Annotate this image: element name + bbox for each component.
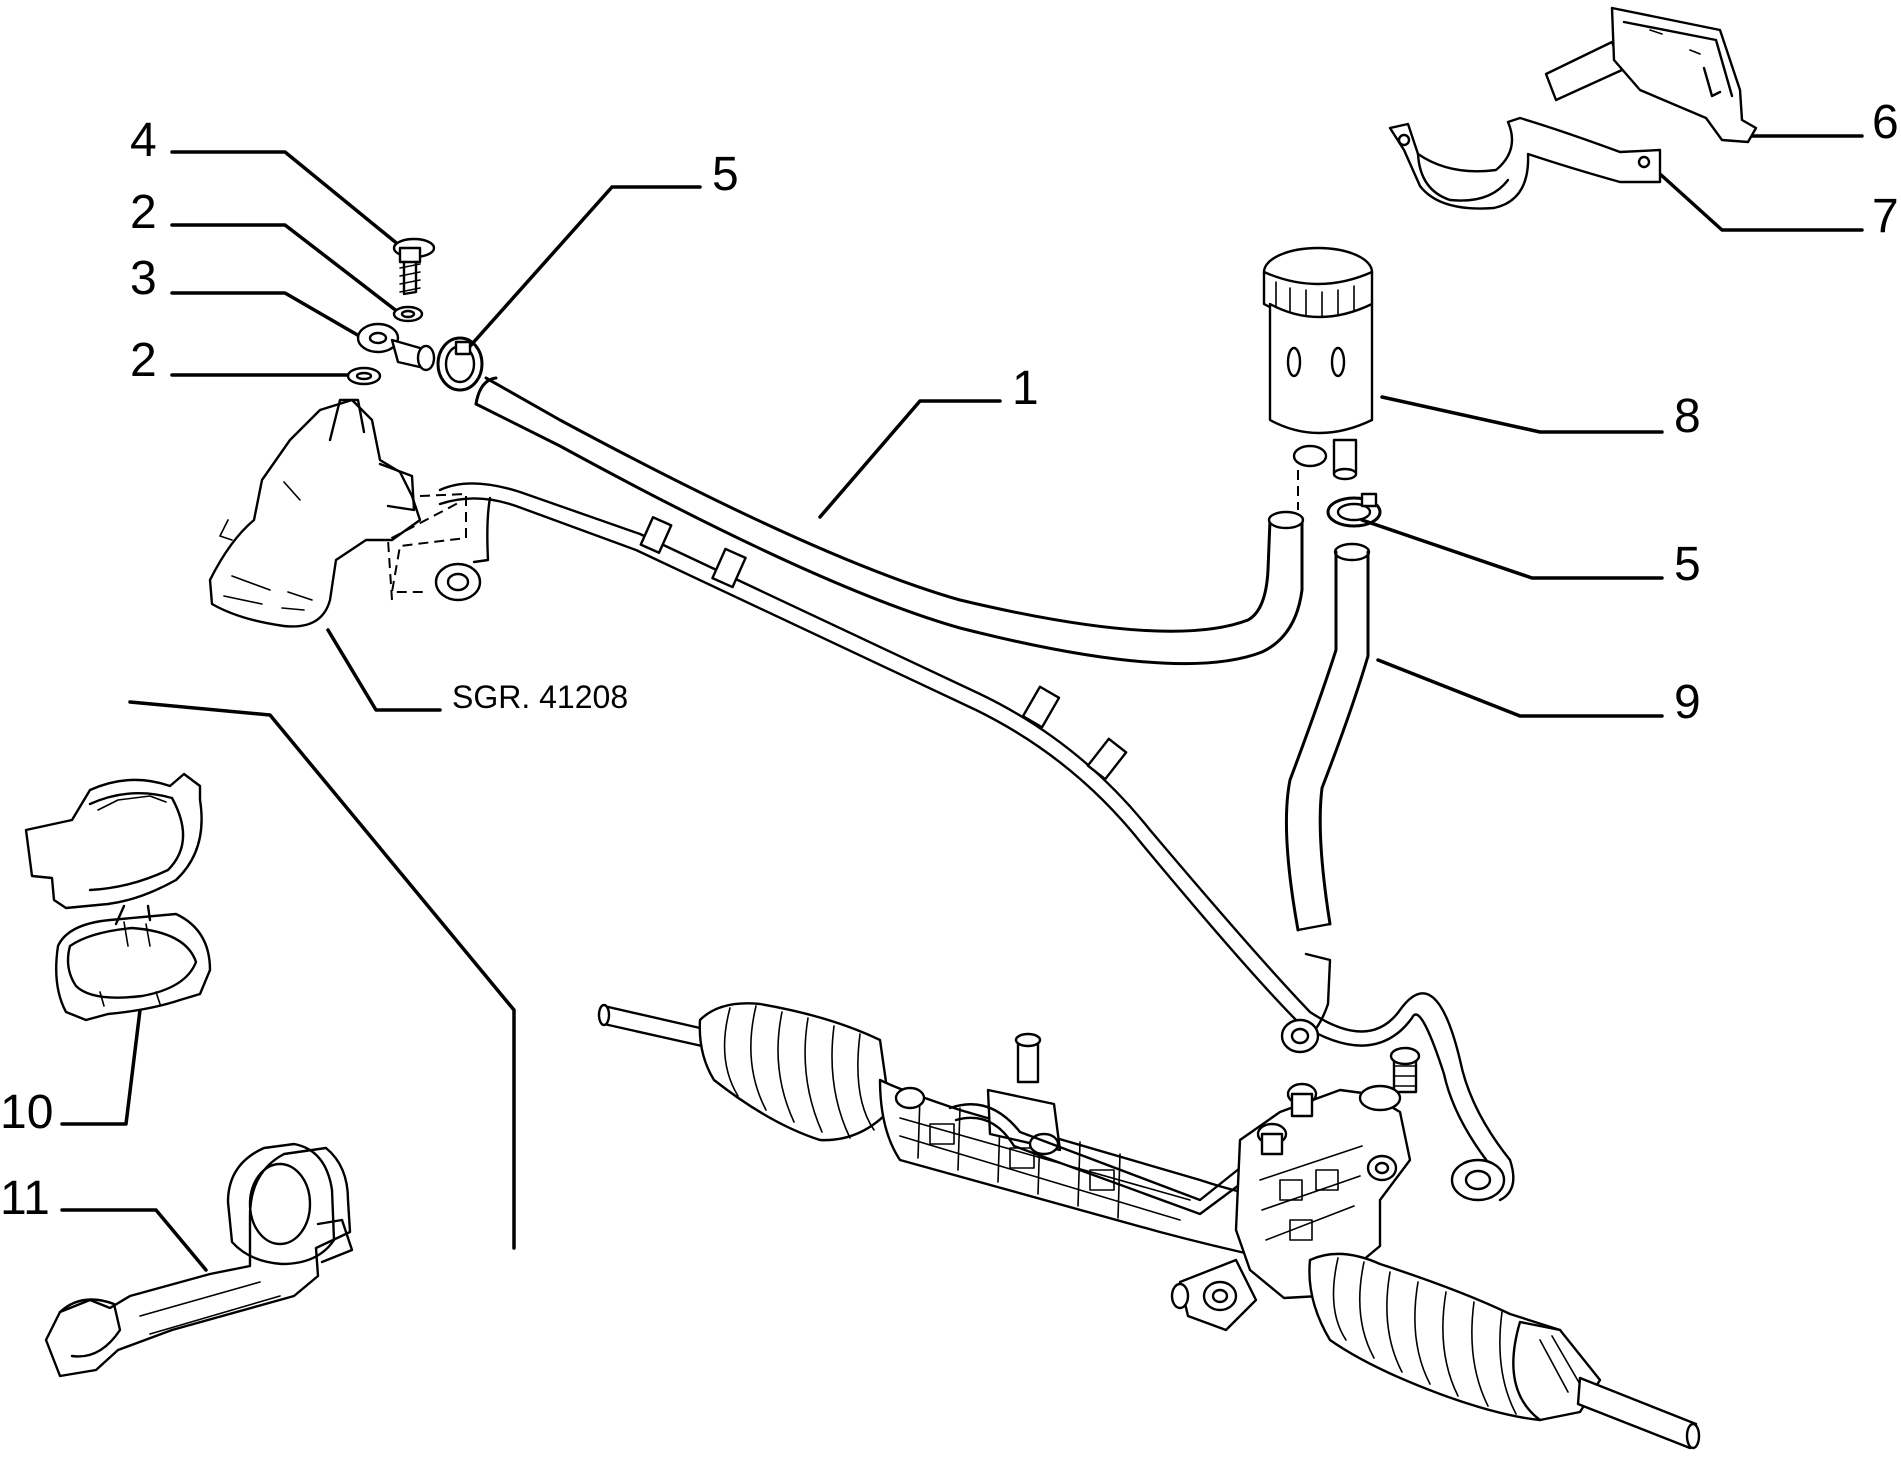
leader-3: [170, 291, 382, 350]
reference-label: SGR. 41208: [452, 679, 628, 715]
callout-1: 1: [1012, 362, 1039, 415]
callout-2-top: 2: [130, 186, 157, 239]
leader-1: [818, 399, 1002, 519]
callout-6: 6: [1872, 96, 1899, 149]
clip-11: [44, 1142, 354, 1378]
leader-7: [1658, 172, 1864, 232]
clip-10: [24, 772, 212, 1022]
leader-8: [1380, 395, 1664, 434]
return-hose: [474, 376, 1305, 666]
callout-2-bottom: 2: [130, 334, 157, 387]
bracket-and-clamp: [1388, 6, 1758, 210]
steering-rack: [597, 1002, 1701, 1450]
banjo-fitting-group: [346, 237, 484, 392]
callout-3: 3: [130, 252, 157, 305]
callout-8: 8: [1674, 390, 1701, 443]
feed-hose: [1284, 542, 1371, 932]
leader-11: [60, 1208, 208, 1272]
leader-sgr: [326, 628, 442, 712]
fluid-reservoir: [1262, 246, 1382, 528]
separator-line: [128, 700, 516, 1250]
leader-5-left: [462, 185, 702, 355]
callout-5-left: 5: [712, 148, 739, 201]
callout-9: 9: [1674, 676, 1701, 729]
callout-11: 11: [0, 1172, 50, 1225]
leader-2-top: [170, 223, 400, 314]
leader-9: [1376, 658, 1664, 718]
callout-7: 7: [1872, 190, 1899, 243]
pressure-pipe: [386, 482, 1515, 1202]
callout-10: 10: [0, 1086, 53, 1139]
callout-5-right: 5: [1674, 538, 1701, 591]
leader-10: [60, 1008, 142, 1126]
leader-lines: [60, 134, 1864, 1272]
leader-4: [170, 150, 407, 252]
leader-5-right: [1360, 518, 1664, 580]
pump-ghost: [208, 398, 467, 628]
callout-4: 4: [130, 114, 157, 167]
